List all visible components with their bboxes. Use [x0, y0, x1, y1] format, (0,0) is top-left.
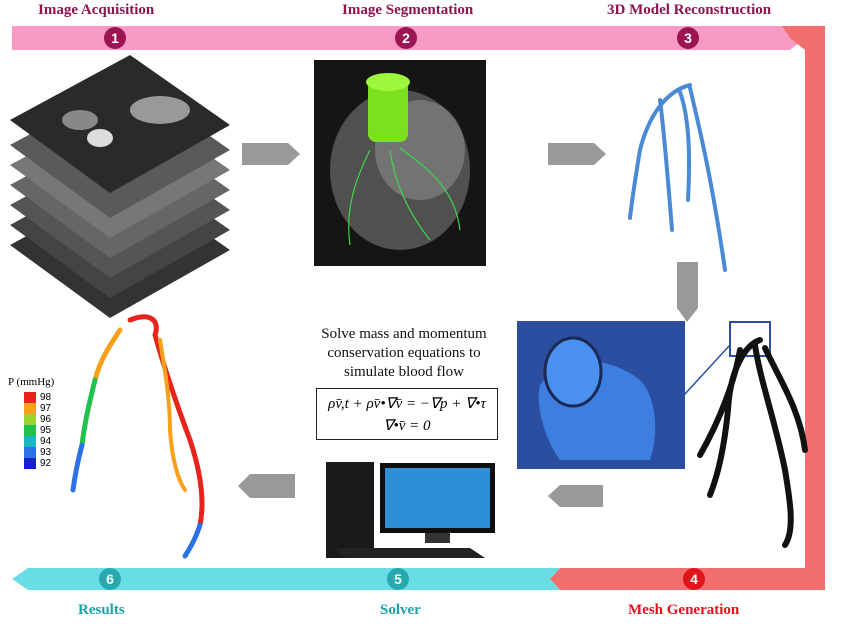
legend-entry: 97 — [24, 403, 64, 414]
red-band-vertical — [805, 38, 825, 588]
ct-image-stack — [10, 55, 230, 318]
legend-swatch — [24, 403, 36, 414]
legend-value: 98 — [40, 392, 52, 403]
solver-caption: Solve mass and momentum conservation equ… — [308, 325, 500, 382]
step-number-2: 2 — [395, 27, 417, 49]
legend-entry: 96 — [24, 414, 64, 425]
equation-momentum: ρv̄,t + ρv̄•∇v̄ = −∇p + ∇•τ — [328, 396, 486, 412]
step-title-4: Mesh Generation — [628, 602, 740, 618]
results-vessel-blue — [70, 442, 203, 559]
legend-title: P (mmHg) — [8, 376, 55, 388]
segmented-aorta — [366, 73, 410, 142]
solver-caption-line-1: Solve mass and momentum — [321, 326, 487, 342]
results-vessel-red — [127, 314, 205, 528]
equation-continuity: ∇•v̄ = 0 — [383, 418, 431, 434]
step-title-1: Image Acquisition — [38, 2, 155, 18]
flow-arrow-down — [677, 262, 698, 322]
legend-value: 95 — [40, 425, 52, 436]
step-title-6: Results — [78, 602, 125, 618]
legend-swatch — [24, 414, 36, 425]
step-number-6: 6 — [99, 568, 121, 590]
equation-box: ρv̄,t + ρv̄•∇v̄ = −∇p + ∇•τ ∇•v̄ = 0 — [316, 388, 498, 440]
step-number-1: 1 — [104, 27, 126, 49]
step-number-5: 5 — [387, 568, 409, 590]
legend-swatch — [24, 392, 36, 403]
step-number-4: 4 — [683, 568, 705, 590]
step-title-2: Image Segmentation — [342, 2, 474, 18]
computer-illustration — [326, 462, 495, 558]
legend-swatch — [24, 436, 36, 447]
legend-value: 93 — [40, 447, 52, 458]
flow-arrow-left-1 — [548, 485, 603, 507]
results-vessel-green — [79, 377, 98, 448]
cyan-band — [12, 568, 560, 590]
results-vessel-yellow — [92, 327, 123, 383]
coronary-model-3d — [628, 83, 727, 272]
step-number-3: 3 — [677, 27, 699, 49]
legend-value: 96 — [40, 414, 52, 425]
legend-swatch — [24, 425, 36, 436]
legend-value: 92 — [40, 458, 52, 469]
solver-caption-line-3: simulate blood flow — [344, 364, 464, 380]
legend-entry: 92 — [24, 458, 64, 469]
flow-arrow-2 — [548, 143, 606, 165]
legend-entry: 94 — [24, 436, 64, 447]
legend-swatch — [24, 458, 36, 469]
legend-entry: 98 — [24, 392, 64, 403]
segmented-vessels — [348, 147, 461, 246]
mesh-vessel-tree — [697, 337, 808, 548]
legend-entry: 93 — [24, 447, 64, 458]
flow-arrow-1 — [242, 143, 300, 165]
legend-entry: 95 — [24, 425, 64, 436]
legend-swatch — [24, 447, 36, 458]
step-title-5: Solver — [380, 602, 421, 618]
flow-arrow-left-2 — [238, 474, 295, 498]
solver-caption-line-2: conservation equations to — [327, 345, 481, 361]
legend-value: 94 — [40, 436, 52, 447]
legend-value: 97 — [40, 403, 52, 414]
step-title-3: 3D Model Reconstruction — [607, 2, 772, 18]
